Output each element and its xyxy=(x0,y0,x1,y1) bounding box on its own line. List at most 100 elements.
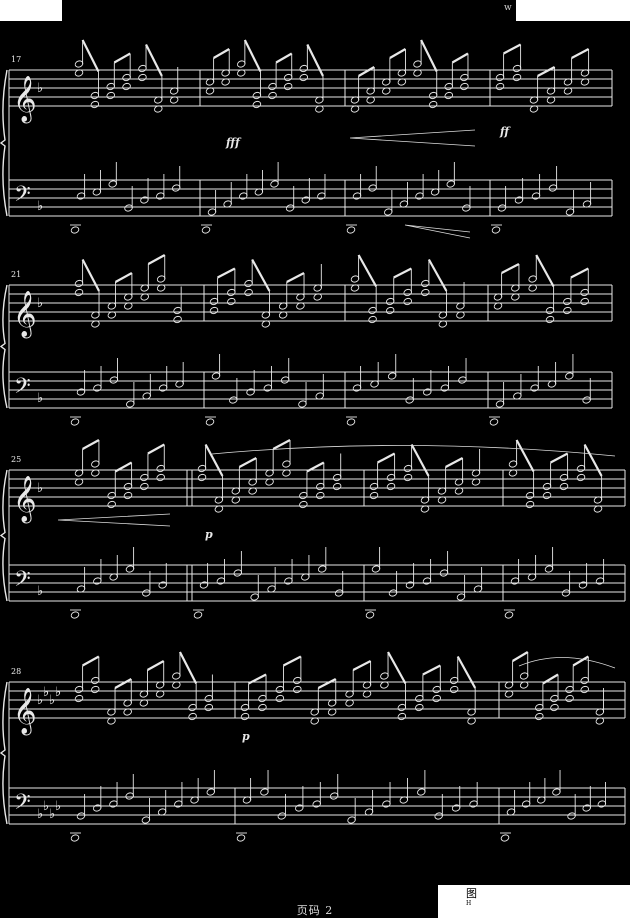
system-1-m3-treble-chord-note-2 xyxy=(366,96,375,104)
system-1-m4-bass-low-note xyxy=(491,226,501,234)
system-2-bass-clef-icon: 𝄢 xyxy=(14,374,31,404)
system-2-m1-bass-low-note xyxy=(70,418,80,426)
system-2-m4-treble-chord-note-5 xyxy=(563,306,572,315)
system-1-m2-treble-beam-3 xyxy=(243,39,262,72)
system-1-m1-treble-chord-note-6 xyxy=(154,105,163,113)
system-4-m1-treble-beam-1 xyxy=(82,655,100,667)
system-4-m2-treble-chord-note-6 xyxy=(327,708,337,716)
system-4-m2-treble-beam-1 xyxy=(248,673,267,685)
system-1-m1-bass-low-note xyxy=(70,226,80,234)
system-4-m2-treble-beam-3 xyxy=(282,655,302,667)
system-3-treble-clef-icon: 𝄞 xyxy=(13,476,37,524)
system-3-m5-treble-beam-1 xyxy=(515,439,535,473)
system-3-m4-treble-beam-3 xyxy=(410,443,430,477)
system-3-m5-treble-chord-note-3 xyxy=(542,491,552,500)
system-1-m2-treble-chord-note-8 xyxy=(315,105,324,113)
system-3-m3-treble-chord-note-4 xyxy=(248,487,257,495)
system-4-m2-treble-chord-note-14 xyxy=(467,717,476,725)
system-3-m3-treble-chord-note-9 xyxy=(332,482,342,491)
system-1-m4-treble-beam-3 xyxy=(537,66,556,77)
system-2-m3-bass-low-note xyxy=(346,418,356,426)
system-2-m2-treble-chord-note-3 xyxy=(244,288,253,297)
system-3-m1-treble-chord-note-2 xyxy=(91,469,100,477)
system-1-m1-treble-beam-3 xyxy=(113,52,131,64)
system-4-m2-bass-low-note xyxy=(236,834,246,842)
system-4-m2-treble-beam-9 xyxy=(387,651,407,685)
system-3-m1-treble-chord-note-1 xyxy=(74,478,84,486)
system-4-m1-treble-beam-3 xyxy=(114,678,132,689)
system-1-m1-treble-chord-note-1 xyxy=(74,69,84,77)
system-4-treble-flat-icon-4: ♭ xyxy=(55,685,61,700)
system-2-m1-treble-beam-1 xyxy=(81,258,101,292)
system-1-brace xyxy=(0,69,8,217)
system-3-dynamic-1: p xyxy=(205,528,213,541)
system-2-m4-treble-beam-3 xyxy=(535,254,555,288)
system-1-m1-treble-beam-5 xyxy=(145,44,163,77)
system-3-m4-bass-low-note xyxy=(365,611,375,619)
system-4-m1-treble-beam-5 xyxy=(146,660,165,671)
system-1-m4-treble-chord-note-5 xyxy=(563,87,573,95)
system-2-m2-treble-beam-3 xyxy=(251,258,271,292)
system-2-m3-treble-chord-note-1 xyxy=(350,284,360,292)
system-4-m2-treble-beam-11 xyxy=(422,664,441,676)
system-2-m2-treble-beam-1 xyxy=(217,267,236,279)
system-1-m2-treble-chord-note-5 xyxy=(268,91,277,100)
system-4-m2-treble-chord-note-7 xyxy=(345,699,354,707)
system-2-m1-treble-chord-note-1 xyxy=(74,288,84,297)
system-4-phrase-slur xyxy=(518,657,616,669)
system-1-m2-treble-chord-note-2 xyxy=(221,78,230,86)
system-4-m2-treble-beam-13 xyxy=(456,655,477,689)
system-4-m3-treble-chord-note-5 xyxy=(565,694,574,703)
system-1-m4-treble-beam-1 xyxy=(503,43,522,55)
system-3-m3-treble-beam-1 xyxy=(204,443,224,477)
system-4-m3-treble-chord-note-7 xyxy=(595,717,605,725)
system-4-m1-treble-chord-note-4 xyxy=(123,708,132,716)
system-2-m2-treble-chord-note-4 xyxy=(261,320,271,328)
system-3-m4-treble-chord-note-4 xyxy=(420,505,430,513)
system-4-brace xyxy=(0,681,8,825)
system-3-m4-treble-chord-note-3 xyxy=(403,473,413,482)
system-3-m3-treble-chord-note-8 xyxy=(315,491,325,500)
system-4-treble-flat-icon-1: ♭ xyxy=(37,693,43,708)
system-3-m1-treble-beam-5 xyxy=(147,443,165,455)
system-2-m3-treble-chord-note-5 xyxy=(421,288,430,297)
system-4-m1-treble-chord-note-8 xyxy=(188,712,197,721)
system-2-m2-treble-beam-5 xyxy=(286,272,305,283)
system-2-m4-treble-chord-note-6 xyxy=(580,297,589,306)
system-2-m3-treble-chord-note-2 xyxy=(368,315,377,324)
system-4-m2-treble-beam-7 xyxy=(352,660,372,671)
system-3-measure-number: 25 xyxy=(11,455,21,464)
system-3-m1-treble-beam-1 xyxy=(82,439,100,450)
system-4-treble-flat-icon-2: ♭ xyxy=(43,685,49,700)
system-3-m5-treble-chord-note-2 xyxy=(525,500,535,509)
system-3-m4-treble-chord-note-5 xyxy=(437,496,447,504)
system-2-m3-treble-beam-1 xyxy=(357,254,378,288)
system-1-m2-treble-chord-note-7 xyxy=(299,73,309,82)
system-3-m3-treble-chord-note-3 xyxy=(231,496,241,504)
system-1-m3-treble-chord-note-4 xyxy=(397,78,407,86)
system-2-m4-treble-chord-note-1 xyxy=(493,302,503,310)
system-2-m2-treble-chord-note-6 xyxy=(296,302,305,310)
system-3-m3-treble-beam-5 xyxy=(272,439,291,450)
system-3-m4-treble-chord-note-2 xyxy=(386,482,396,491)
system-4-bass-clef-icon: 𝄢 xyxy=(14,790,31,820)
system-2-m3-treble-chord-note-3 xyxy=(385,306,395,315)
system-2-m4-treble-chord-note-2 xyxy=(511,293,520,301)
system-1-m1-treble-beam-1 xyxy=(81,39,100,72)
system-2-m1-treble-beam-3 xyxy=(114,272,133,283)
system-3-m5-treble-beam-5 xyxy=(583,443,603,477)
system-2-bass-flat-icon-1: ♭ xyxy=(37,391,43,406)
system-2-m4-treble-beam-5 xyxy=(570,267,589,279)
system-1-m3-treble-chord-note-3 xyxy=(381,87,391,95)
system-2-m3-treble-chord-note-4 xyxy=(403,297,412,306)
system-1-m3-treble-beam-1 xyxy=(358,66,375,77)
system-2-measure-number: 21 xyxy=(11,270,21,279)
system-4-m2-treble-chord-note-12 xyxy=(432,694,441,703)
system-3-m1-treble-chord-note-4 xyxy=(123,491,133,500)
system-2-m4-bass-low-note xyxy=(489,418,499,426)
system-3-m4-treble-beam-1 xyxy=(377,452,396,464)
system-3-m5-treble-chord-note-5 xyxy=(576,473,586,482)
system-1-m2-treble-chord-note-6 xyxy=(283,82,293,91)
system-4-m3-treble-beam-3 xyxy=(542,673,559,685)
system-3-m3-treble-chord-note-6 xyxy=(282,469,291,477)
